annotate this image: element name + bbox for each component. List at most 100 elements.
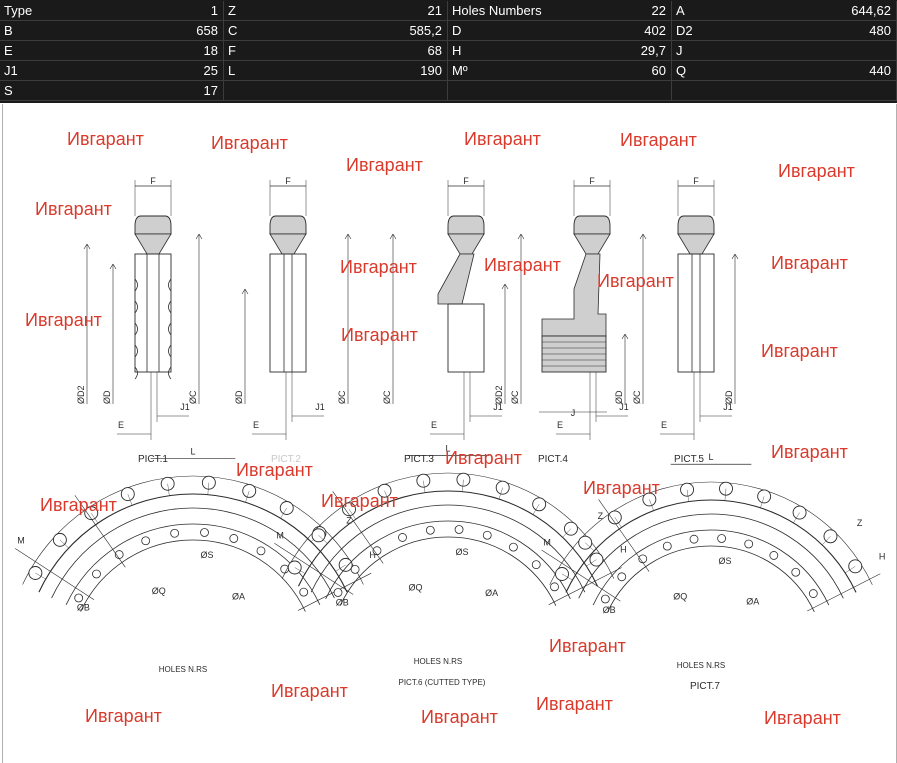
dimension-label: F <box>285 176 291 186</box>
watermark-text: Ивгарант <box>484 255 561 275</box>
watermark-text: Ивгарант <box>771 253 848 273</box>
tooth-neck <box>269 233 307 255</box>
spec-key: J <box>676 43 683 58</box>
spec-value: 60 <box>651 63 666 78</box>
sprocket-arc <box>607 545 815 612</box>
drawing-line <box>501 283 506 290</box>
drawing-line <box>86 243 91 250</box>
dimension-label: ØD <box>234 390 244 404</box>
drawing-line <box>532 504 540 515</box>
drawing-line <box>244 288 249 295</box>
picture-label: PICT.2 <box>271 454 301 465</box>
drawing-line <box>585 542 595 552</box>
spec-value: 17 <box>203 83 218 98</box>
dimension-label: J1 <box>180 402 190 412</box>
bolt-hole <box>350 564 360 574</box>
dimension-label: ØC <box>632 390 642 404</box>
drawing-line <box>347 233 352 240</box>
picture-label: PICT.4 <box>538 454 568 465</box>
dimension-label: J <box>571 408 576 418</box>
drawing-line <box>561 573 573 581</box>
bolt-hole <box>92 569 101 579</box>
watermark-text: Ивгарант <box>85 706 162 726</box>
drawing-line <box>624 333 629 340</box>
dimension-label: E <box>118 420 124 430</box>
dimension-label: F <box>693 176 699 186</box>
tooth-head <box>573 215 611 235</box>
sprocket-arc <box>310 504 586 593</box>
sprocket-arc <box>281 472 615 579</box>
dimension-label: M <box>17 536 25 546</box>
drawing-line <box>639 233 644 240</box>
drawing-line <box>332 491 384 564</box>
dimension-label: J1 <box>619 402 629 412</box>
spec-key: L <box>228 63 236 78</box>
picture-label: PICT.6 (CUTTED TYPE) <box>399 678 486 687</box>
drawing-line <box>504 283 509 290</box>
dimension-label: ØQ <box>152 586 166 596</box>
drawing-line <box>845 566 856 574</box>
bolt-hole <box>454 525 464 534</box>
drawing-line <box>649 499 654 511</box>
watermark-text: Ивгарант <box>321 491 398 511</box>
holes-label: HOLES N.RS <box>414 657 462 666</box>
tooth-head <box>269 215 307 235</box>
drawing-line <box>74 495 126 568</box>
dimension-label: E <box>253 420 259 430</box>
dimension-label: F <box>150 176 156 186</box>
spec-cell <box>448 81 672 101</box>
dimension-label: L <box>445 443 450 453</box>
bolt-hole <box>141 536 151 546</box>
drawing-line <box>294 567 306 574</box>
sprocket-arc <box>80 539 306 612</box>
bolt-hole <box>600 594 610 604</box>
holes-label: HOLES N.RS <box>677 661 725 670</box>
watermark-text: Ивгарант <box>464 129 541 149</box>
drawing-line <box>614 517 622 528</box>
drawing-line <box>318 535 328 544</box>
sprocket-arc <box>339 536 557 606</box>
spec-key: B <box>4 23 13 38</box>
bolt-hole <box>791 567 801 577</box>
dimension-label: E <box>661 420 667 430</box>
profile-notch <box>134 300 138 314</box>
profile-notch <box>168 300 172 314</box>
spec-cell <box>224 81 448 101</box>
watermark-text: Ивгарант <box>445 448 522 468</box>
spec-value: 25 <box>203 63 218 78</box>
spec-key: E <box>4 43 13 58</box>
dimension-label: ØD <box>724 390 734 404</box>
drawing-line <box>562 528 572 538</box>
dimension-label: ØC <box>188 390 198 404</box>
dimension-label: L <box>190 446 195 456</box>
bolt-hole <box>74 593 84 603</box>
bolt-hole <box>744 539 754 549</box>
drawing-line <box>598 499 650 572</box>
dimension-label: ØS <box>718 556 731 566</box>
drawing-outline <box>447 303 485 373</box>
tooth-neck <box>447 233 485 255</box>
watermark-text: Ивгарант <box>536 694 613 714</box>
spec-value: 402 <box>644 23 666 38</box>
drawing-line <box>207 482 210 495</box>
drawing-line <box>517 233 522 240</box>
drawing-line <box>807 573 881 612</box>
watermark-text: Ивгарант <box>35 199 112 219</box>
spec-key: Type <box>4 3 33 18</box>
holes-label: HOLES N.RS <box>159 665 207 674</box>
bolt-hole <box>398 533 407 542</box>
watermark-text: Ивгарант <box>271 681 348 701</box>
watermark-text: Ивгарант <box>583 478 660 498</box>
watermark-text: Ивгарант <box>341 325 418 345</box>
dimension-label: ØC <box>382 390 392 404</box>
spec-value: 1 <box>210 3 218 18</box>
watermark-text: Ивгарант <box>25 310 102 330</box>
